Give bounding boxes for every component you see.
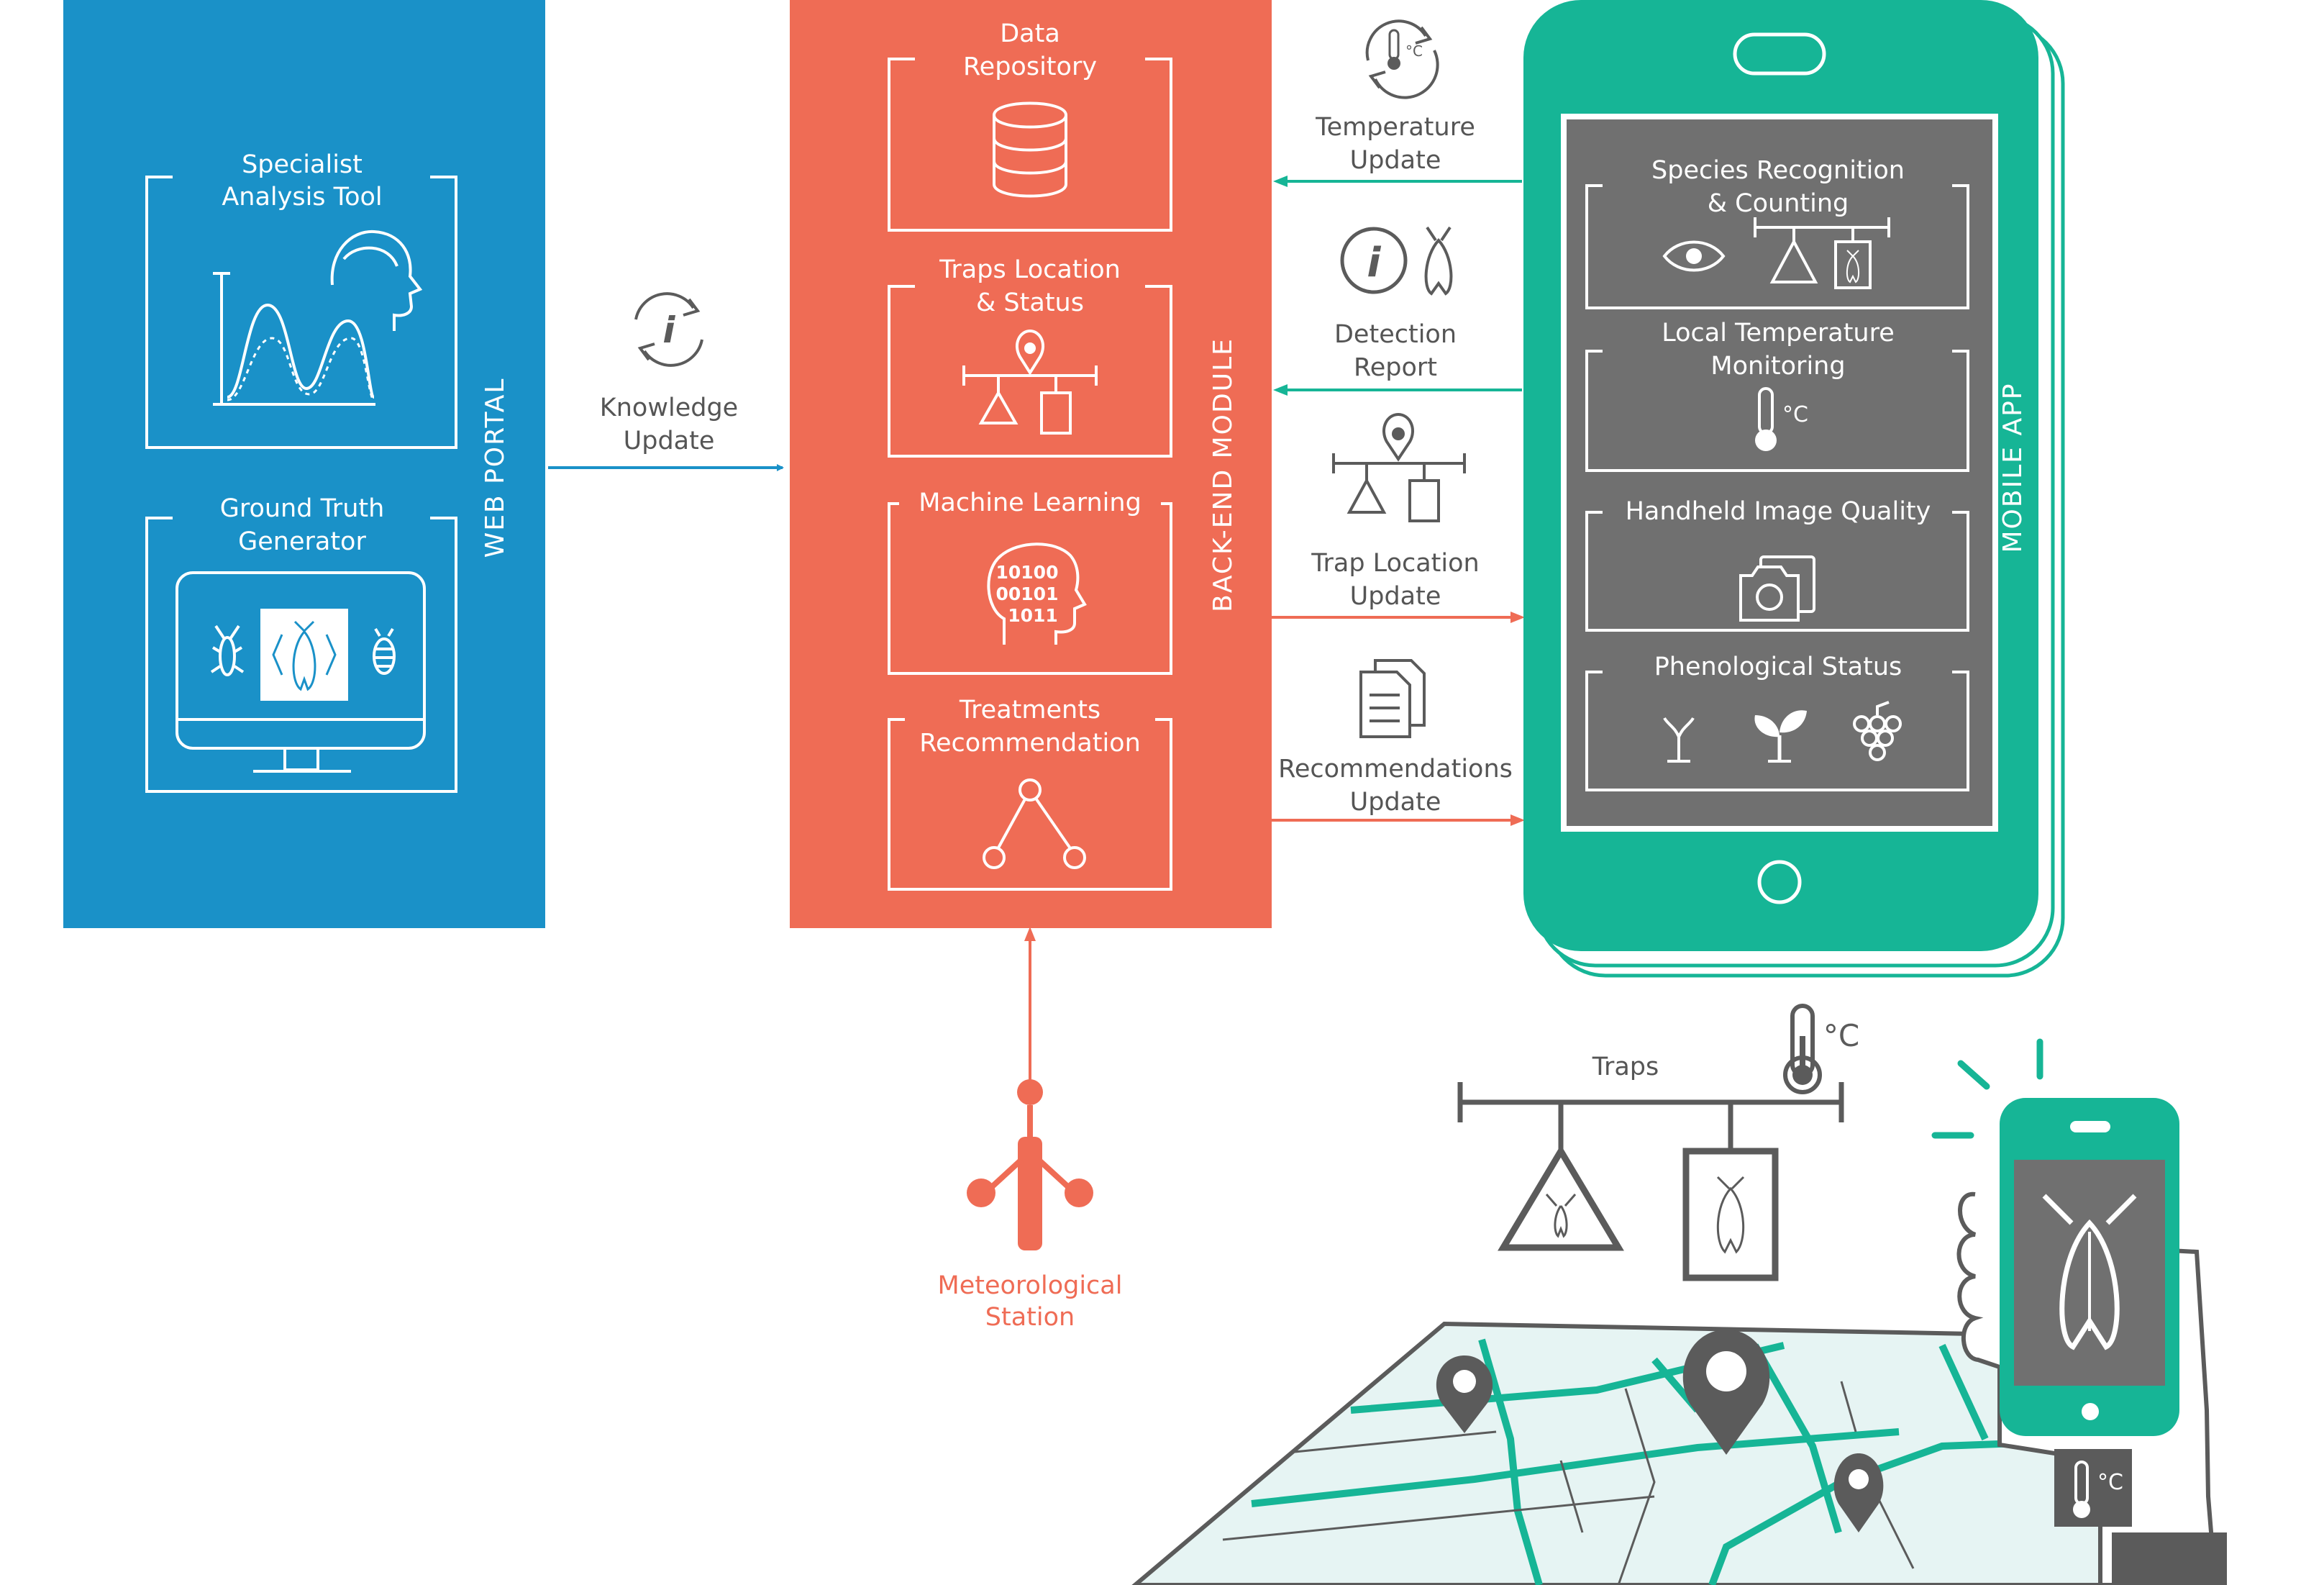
phone-home-button <box>1757 860 1802 904</box>
species-label-1: Species Recognition <box>1651 156 1905 185</box>
svg-text:i: i <box>662 309 675 351</box>
celsius-field: °C <box>1823 1018 1859 1053</box>
binary-line-3: 1011 <box>1008 605 1058 626</box>
specialist-analysis-box: Specialist Analysis Tool <box>145 150 457 449</box>
info-icon: i <box>1340 227 1408 294</box>
camera-icon <box>1739 555 1815 622</box>
location-pin-icon-3 <box>1833 1453 1884 1532</box>
data-repository-label-2: Repository <box>963 53 1097 81</box>
weather-station-icon <box>967 1079 1093 1250</box>
insect-icon <box>210 620 396 691</box>
temperature-update-label-1: Temperature <box>1315 113 1475 142</box>
moth-icon <box>1424 226 1453 296</box>
phenological-box: Phenological Status <box>1585 653 1969 791</box>
treatments-label-2: Recommendation <box>919 729 1141 758</box>
meteorological-label-2: Station <box>985 1303 1075 1332</box>
data-repository-box: Data Repository <box>888 19 1172 232</box>
local-temp-label-1: Local Temperature <box>1662 319 1895 348</box>
detection-report-link: i Detection Report <box>1273 226 1522 396</box>
ground-truth-box: Ground Truth Generator <box>145 494 457 793</box>
meteorological-station: Meteorological Station <box>938 927 1123 1332</box>
trap-location-update-link: Trap Location Update <box>1272 412 1525 623</box>
ground-truth-label-1: Ground Truth <box>220 494 385 523</box>
traps-location-label-1: Traps Location <box>939 255 1121 284</box>
handheld-smartphone: °C <box>1931 1038 2227 1585</box>
image-quality-label: Handheld Image Quality <box>1626 497 1931 526</box>
specialist-label-1: Specialist <box>242 150 363 179</box>
trap-scale-icon-small <box>1332 412 1466 522</box>
knowledge-update-label-2: Update <box>624 427 715 455</box>
traps-illustration: Traps °C <box>1457 1004 1859 1281</box>
trap-scale-icon-white <box>1754 217 1890 289</box>
database-icon <box>993 101 1067 198</box>
species-recognition-box: Species Recognition & Counting <box>1585 156 1969 309</box>
knowledge-update-link: i Knowledge Update <box>548 292 784 471</box>
phenological-label: Phenological Status <box>1654 653 1903 681</box>
flash-rays <box>1931 1038 2043 1139</box>
traps-location-box: Traps Location & Status <box>888 255 1172 458</box>
temperature-update-label-2: Update <box>1350 146 1441 175</box>
field-thermometer-icon: °C <box>1783 1004 1859 1094</box>
knowledge-update-label-1: Knowledge <box>600 394 738 422</box>
documents-icon <box>1359 659 1426 738</box>
binary-line-2: 00101 <box>996 583 1059 604</box>
treatments-box: Treatments Recommendation <box>888 696 1172 891</box>
traps-location-label-2: & Status <box>976 289 1084 317</box>
recommendations-update-link: Recommendations Update <box>1272 659 1525 826</box>
traps-label: Traps <box>1592 1053 1659 1081</box>
sync-thermometer-icon: °C <box>1365 19 1439 99</box>
location-pin-icon-1 <box>1436 1355 1493 1433</box>
binary-line-1: 10100 <box>996 562 1059 583</box>
leaf-icon <box>1754 710 1807 763</box>
machine-learning-label: Machine Learning <box>919 489 1142 517</box>
backend-panel: BACK-END MODULE Data Repository Traps Lo… <box>790 0 1272 928</box>
celsius-small: °C <box>1405 42 1423 60</box>
meteorological-label-1: Meteorological <box>938 1271 1123 1300</box>
svg-text:i: i <box>1367 240 1381 286</box>
sprout-icon <box>1663 717 1695 763</box>
network-icon <box>983 778 1086 869</box>
web-portal-panel: WEB PORTAL Specialist Analysis Tool Grou… <box>63 0 545 928</box>
recommendations-update-label-1: Recommendations <box>1278 755 1513 784</box>
sync-info-icon: i <box>634 292 703 367</box>
location-pin-icon-2 <box>1682 1330 1770 1455</box>
recommendations-update-label-2: Update <box>1350 788 1441 817</box>
detection-report-label-1: Detection <box>1334 320 1457 349</box>
treatments-label-1: Treatments <box>959 696 1101 725</box>
mobile-app-panel: MOBILE APP Species Recognition & Countin… <box>1523 0 2065 978</box>
ground-truth-label-2: Generator <box>238 527 366 556</box>
detection-report-label-2: Report <box>1354 353 1437 382</box>
field-illustration: Traps °C <box>1131 1004 2227 1585</box>
trap-scale-icon <box>962 329 1098 435</box>
thermometer-icon: °C <box>1755 387 1808 451</box>
sensor-thermometer-icon: °C <box>2054 1449 2132 1527</box>
phone-speaker <box>1733 32 1826 76</box>
local-temp-label-2: Monitoring <box>1710 352 1845 381</box>
trap-location-update-label-2: Update <box>1350 582 1441 611</box>
species-label-2: & Counting <box>1708 189 1849 218</box>
backend-title: BACK-END MODULE <box>1208 337 1238 612</box>
grapes-icon <box>1853 701 1902 761</box>
specialist-label-2: Analysis Tool <box>222 183 382 212</box>
data-repository-label-1: Data <box>1000 19 1060 48</box>
monitor-icon <box>176 571 426 773</box>
phone-screen <box>1567 119 1992 826</box>
trap-location-update-label-1: Trap Location <box>1311 549 1479 578</box>
head-icon <box>330 230 423 331</box>
local-temperature-box: Local Temperature Monitoring °C <box>1585 319 1969 472</box>
temperature-update-link: °C Temperature Update <box>1273 19 1522 187</box>
map-icon <box>1131 1321 2203 1585</box>
machine-learning-box: Machine Learning 10100 00101 1011 <box>888 489 1172 675</box>
smartphone-icon <box>2000 1098 2179 1436</box>
web-portal-title: WEB PORTAL <box>480 378 510 558</box>
image-quality-box: Handheld Image Quality <box>1585 497 1969 632</box>
chart-icon <box>213 272 375 406</box>
mobile-app-title: MOBILE APP <box>1998 382 2028 553</box>
brain-icon: 10100 00101 1011 <box>987 542 1087 645</box>
celsius-sensor: °C <box>2097 1470 2123 1495</box>
celsius-local: °C <box>1782 402 1808 427</box>
eye-icon <box>1662 240 1726 272</box>
